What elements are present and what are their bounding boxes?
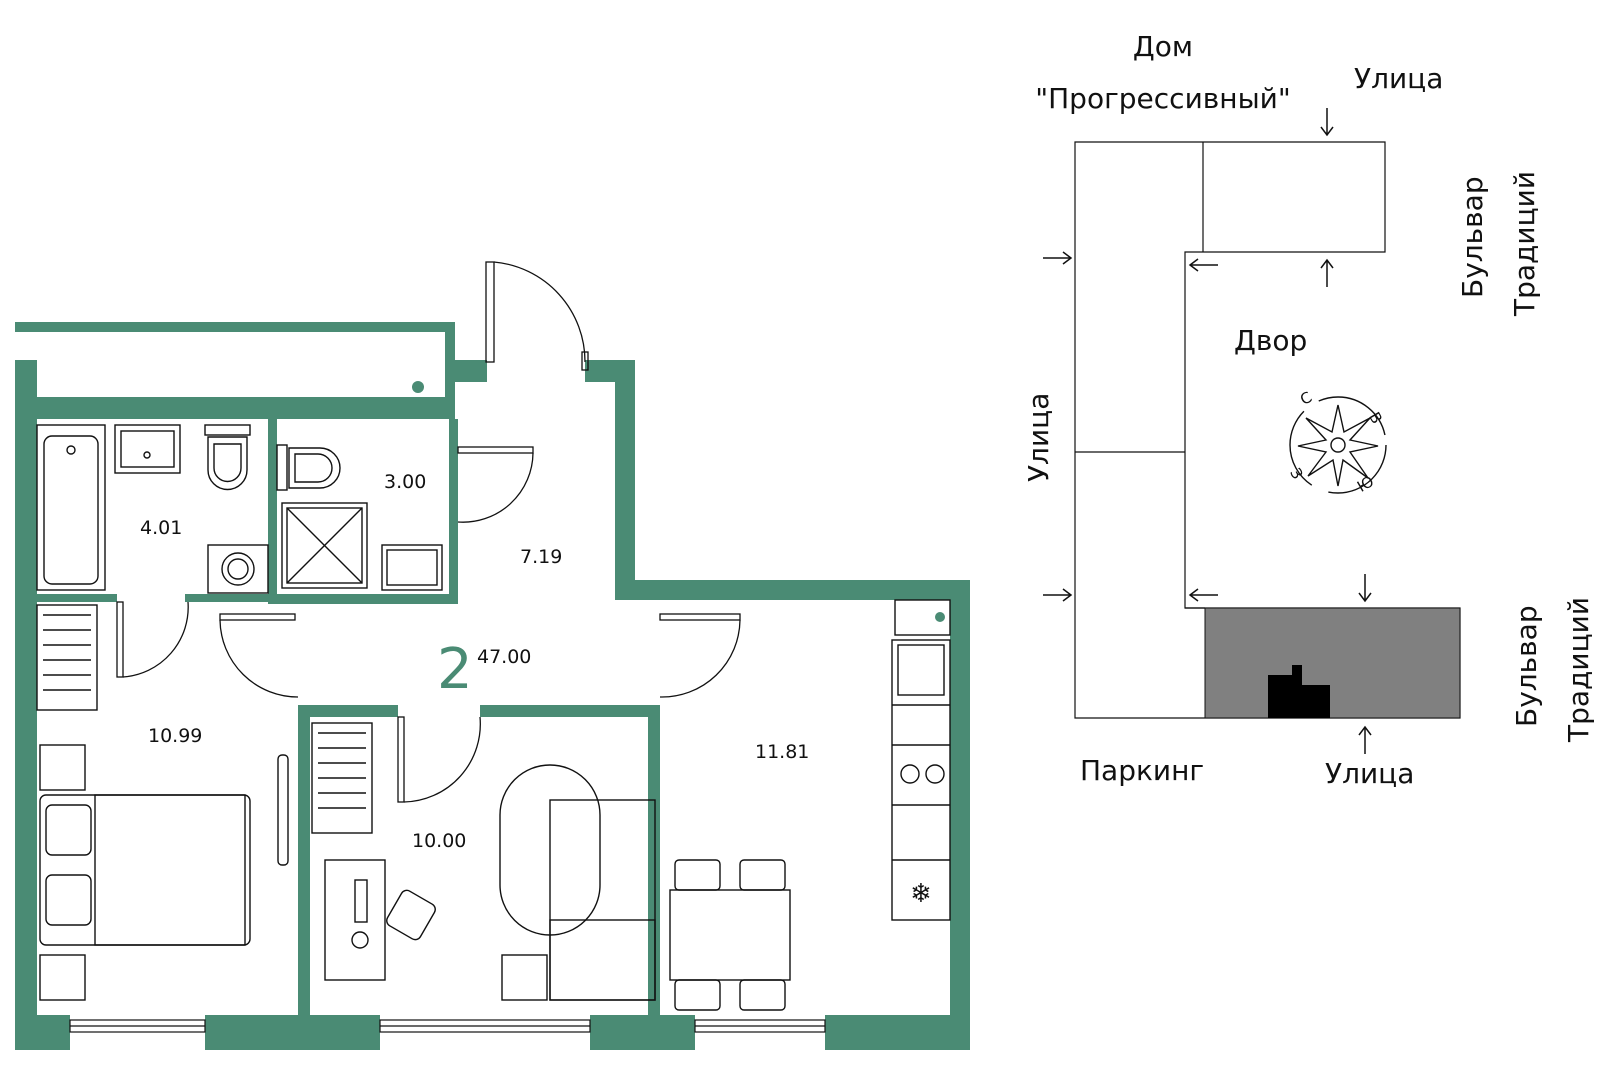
svg-text:❄: ❄ xyxy=(910,879,932,909)
doors xyxy=(116,261,741,803)
entrance-arrows xyxy=(1043,108,1372,754)
highlighted-section xyxy=(1204,607,1461,719)
sofa xyxy=(499,764,656,1001)
street-bottom-label: Улица xyxy=(1325,757,1414,790)
shower-tray xyxy=(281,502,368,589)
side-table xyxy=(501,954,548,1001)
furniture: ❄ xyxy=(36,424,951,1011)
nightstand-top xyxy=(39,744,86,791)
apartment-marker xyxy=(1268,665,1330,718)
area-bedroom-left: 10.99 xyxy=(148,725,202,747)
walls xyxy=(15,360,970,1050)
room-labels: 4.01 3.00 7.19 10.99 10.00 11.81 2 47.00 xyxy=(140,471,809,852)
boulevard-top-line2: Традиций xyxy=(1508,171,1541,317)
parking-label: Паркинг xyxy=(1080,754,1204,787)
shower-toilet xyxy=(276,444,341,491)
area-kitchen-living: 11.81 xyxy=(755,741,809,763)
bathroom-toilet xyxy=(204,424,251,491)
compass-north: С xyxy=(1297,388,1315,409)
radiator-left xyxy=(36,604,98,711)
nightstand-bottom xyxy=(39,954,86,1001)
bathroom-sink xyxy=(114,424,181,474)
wardrobe-mirror xyxy=(277,754,289,866)
total-area: 47.00 xyxy=(477,646,531,668)
area-bedroom-middle: 10.00 xyxy=(412,830,466,852)
street-top-label: Улица xyxy=(1354,62,1443,95)
desk xyxy=(324,859,386,981)
balcony xyxy=(15,322,455,397)
double-bed xyxy=(39,794,251,946)
compass-east: В xyxy=(1365,409,1386,427)
bathtub xyxy=(36,424,106,591)
building-name-line1: Дом xyxy=(1133,30,1193,63)
street-left-label: Улица xyxy=(1022,393,1055,482)
kitchen-unit: ❄ xyxy=(891,599,951,921)
floor-plan: ❄ 4.01 3.00 7.19 10.99 10.00 11.81 2 47.… xyxy=(15,261,970,1050)
site-plan: С В Ю З Дом "Прогрессивный" Улица Двор П… xyxy=(1022,30,1595,790)
shower-sink xyxy=(381,544,443,591)
area-shower-room: 3.00 xyxy=(384,471,426,493)
boulevard-bottom-line2: Традиций xyxy=(1562,597,1595,743)
washing-machine xyxy=(207,544,269,594)
boulevard-bottom-line1: Бульвар xyxy=(1510,605,1543,727)
building-name-line2: "Прогрессивный" xyxy=(1035,82,1291,115)
boulevard-top-line1: Бульвар xyxy=(1456,176,1489,298)
office-chair xyxy=(386,889,436,941)
rooms-count: 2 xyxy=(437,637,473,702)
area-bathroom: 4.01 xyxy=(140,517,182,539)
courtyard-label: Двор xyxy=(1234,324,1307,357)
dining-table xyxy=(669,859,791,1011)
area-hallway: 7.19 xyxy=(520,546,562,568)
compass-west: З xyxy=(1286,465,1306,482)
compass-rose xyxy=(1289,396,1387,494)
windows xyxy=(69,1019,826,1033)
compass-south: Ю xyxy=(1354,472,1377,496)
radiator-middle xyxy=(311,722,373,834)
building-outline xyxy=(1074,141,1461,719)
site-labels: Дом "Прогрессивный" Улица Двор Паркинг У… xyxy=(1022,30,1595,790)
